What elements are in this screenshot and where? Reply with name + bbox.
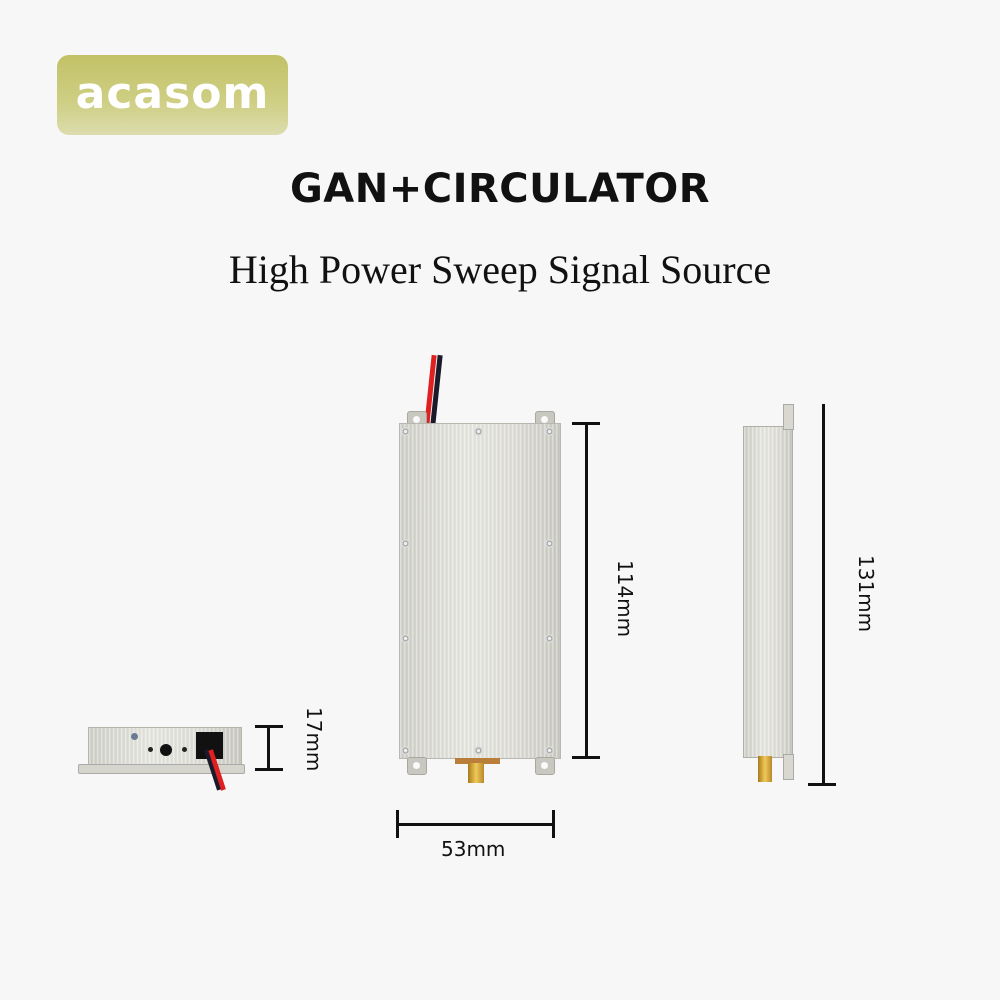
product-title: GAN+CIRCULATOR [289, 166, 711, 212]
end-view-product-image [78, 722, 248, 791]
width-label: 53mm [441, 837, 506, 861]
profile-view-product-image [740, 404, 800, 784]
body-height-label: 114mm [613, 560, 637, 638]
thickness-label: 17mm [302, 707, 326, 772]
brand-logo: acasom [57, 55, 288, 135]
front-view-product-image [395, 354, 565, 785]
logo-text: acasom [75, 67, 270, 119]
product-subtitle: High Power Sweep Signal Source [228, 247, 772, 292]
total-height-label: 131mm [854, 555, 878, 633]
sma-connector [455, 758, 500, 764]
